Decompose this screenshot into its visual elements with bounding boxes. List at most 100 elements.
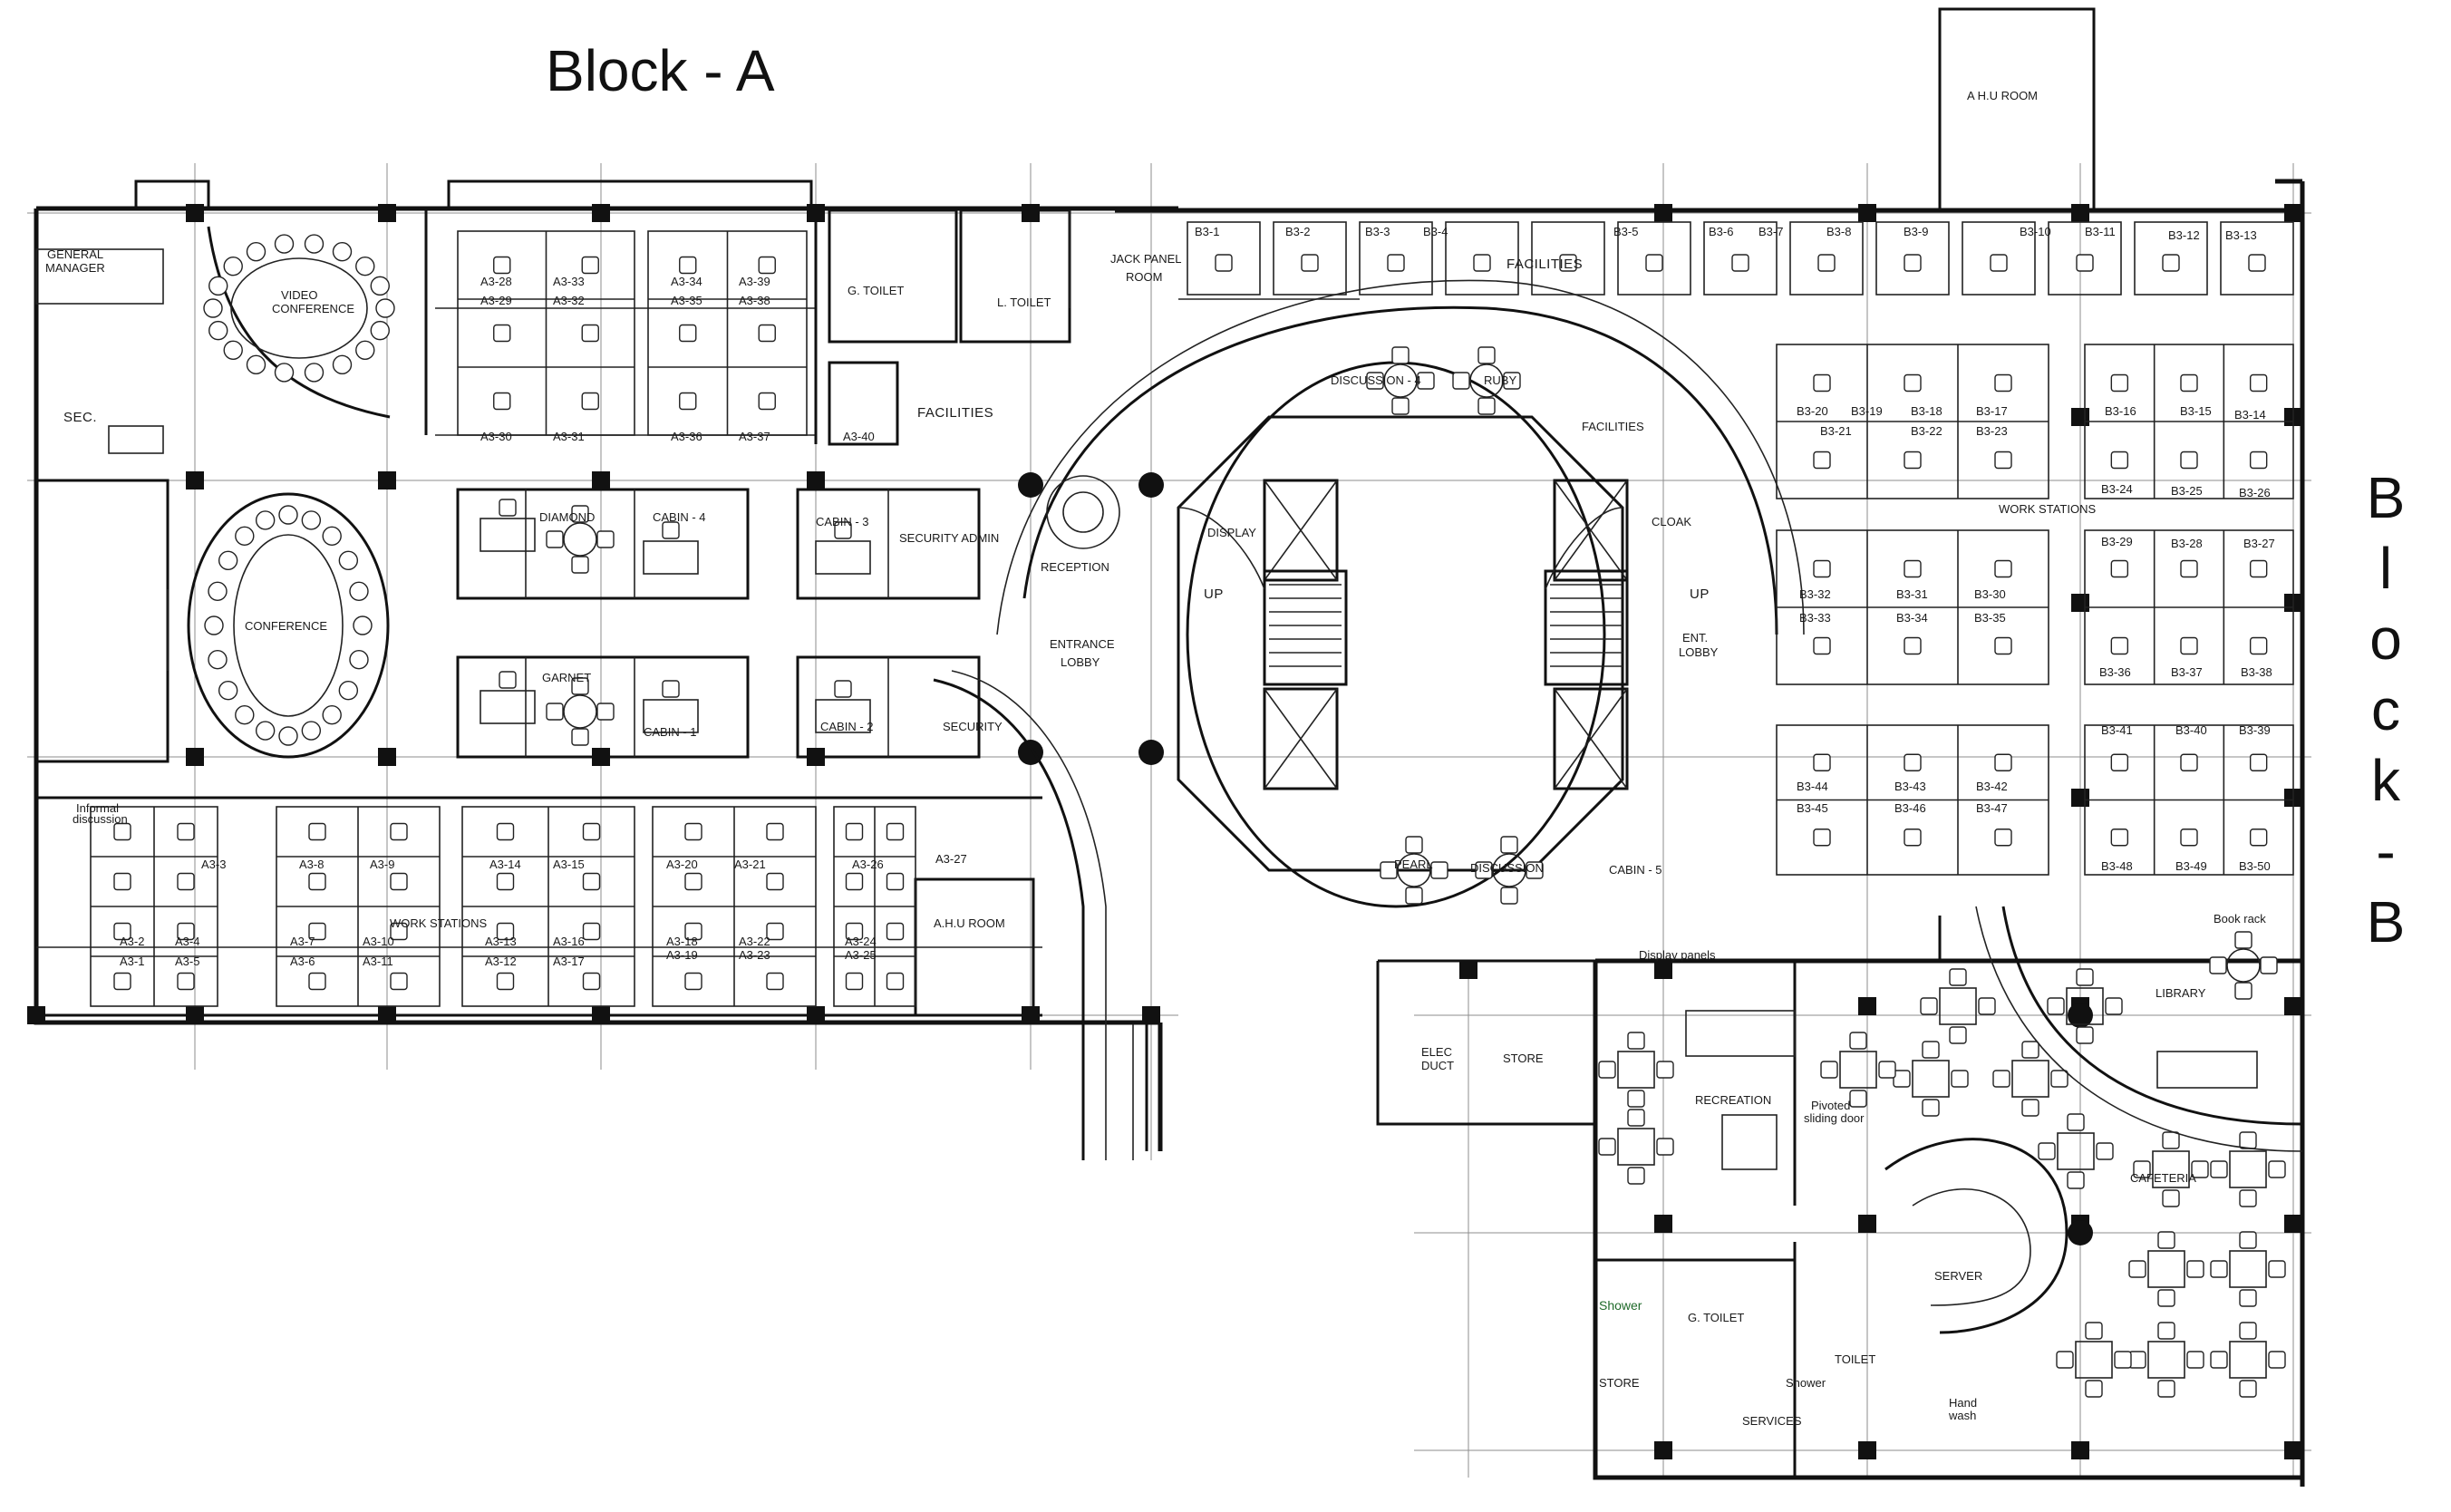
chair	[1994, 636, 2012, 655]
chair	[177, 922, 195, 941]
chair	[1387, 254, 1405, 272]
chair	[1922, 1099, 1940, 1117]
chair	[493, 392, 511, 411]
workstation-label: B3-27	[2243, 537, 2275, 550]
cubicle	[2048, 221, 2122, 296]
room-label: PEARL	[1394, 858, 1433, 871]
room-label: Book rack	[2214, 912, 2266, 926]
chair	[308, 822, 326, 841]
workstation-label: B3-16	[2105, 404, 2136, 418]
chair	[1813, 373, 1831, 393]
chair	[2180, 559, 2198, 578]
room-label: discussion	[73, 812, 128, 826]
cafe-table	[2152, 1150, 2190, 1188]
chair	[662, 680, 680, 698]
chair	[2239, 1289, 2257, 1307]
cubicle	[1531, 221, 1605, 296]
chair	[571, 728, 589, 746]
chair	[1994, 451, 2012, 470]
chair	[332, 241, 353, 262]
chair	[390, 972, 408, 991]
workstation-label: A3-13	[485, 935, 517, 948]
chair	[2180, 829, 2198, 847]
workstation-label: A3-33	[553, 275, 585, 288]
workstation-label: B3-10	[2020, 225, 2051, 238]
cafe-table	[2011, 1060, 2049, 1098]
chair	[218, 681, 238, 701]
room-label: Informal	[76, 801, 119, 815]
chair	[2249, 559, 2268, 578]
workstation-label: B3-44	[1797, 780, 1828, 793]
cafe-table	[1912, 1060, 1950, 1098]
room-label: wash	[1948, 1409, 1976, 1422]
chair	[223, 340, 243, 360]
chair	[177, 972, 195, 991]
chair	[1849, 1090, 1867, 1108]
workstation-label: A3-21	[734, 858, 766, 871]
round-table	[1397, 853, 1431, 887]
chair	[390, 922, 408, 941]
chair	[2210, 1160, 2228, 1178]
chair	[886, 822, 905, 841]
chair	[2114, 1351, 2132, 1369]
chair	[203, 298, 223, 318]
chair	[2268, 1260, 2286, 1278]
chair	[2047, 997, 2065, 1015]
room-label: SEC.	[63, 410, 97, 425]
chair	[2210, 1260, 2228, 1278]
chair	[301, 721, 322, 741]
workstation-label: B3-46	[1894, 801, 1926, 815]
chair	[766, 972, 784, 991]
chair	[1627, 1167, 1645, 1185]
room-label: G. TOILET	[1688, 1311, 1744, 1324]
workstation-label: B3-18	[1911, 404, 1942, 418]
chair	[278, 726, 298, 746]
chair	[2133, 1160, 2151, 1178]
workstation-label: B3-49	[2175, 859, 2207, 873]
room-label: GARNET	[542, 671, 591, 684]
room-label: CABIN - 2	[820, 720, 874, 733]
chair	[390, 872, 408, 891]
chair	[2021, 1041, 2039, 1059]
workstation-label: B3-50	[2239, 859, 2271, 873]
room-label: CAFETERIA	[2130, 1171, 2196, 1185]
cafe-table	[2147, 1341, 2185, 1379]
chair	[581, 256, 599, 275]
workstation-label: A3-30	[480, 430, 512, 443]
chair	[582, 872, 601, 891]
workstation-label: A3-37	[739, 430, 770, 443]
central-core	[996, 279, 1805, 908]
workstation-label: A3-10	[363, 935, 394, 948]
chair	[1380, 861, 1398, 879]
chair	[1813, 753, 1831, 771]
chair	[1366, 372, 1384, 390]
chair	[2260, 956, 2278, 974]
chair	[1820, 1061, 1838, 1079]
cubicle	[1962, 221, 2036, 296]
room-label: LIBRARY	[2156, 986, 2206, 1000]
chair	[235, 705, 255, 725]
workstation-label: B3-1	[1195, 225, 1219, 238]
workstation-label: B3-48	[2101, 859, 2133, 873]
chair	[1813, 559, 1831, 578]
chair	[113, 972, 131, 991]
chair	[218, 550, 238, 570]
chair	[390, 822, 408, 841]
workstation-label: B3-7	[1758, 225, 1783, 238]
chair	[845, 922, 864, 941]
chair	[2191, 1160, 2209, 1178]
chair	[338, 550, 359, 570]
chair	[684, 972, 702, 991]
chair	[1978, 997, 1996, 1015]
workstation-label: B3-21	[1820, 424, 1852, 438]
chair	[355, 257, 375, 276]
chair	[1503, 372, 1521, 390]
cabin-desk	[815, 540, 871, 575]
chair	[2110, 373, 2129, 393]
workstation-label: B3-3	[1365, 225, 1390, 238]
chair	[493, 256, 511, 275]
workstation-label: B3-42	[1976, 780, 2008, 793]
workstation-label: A3-27	[935, 852, 967, 866]
block-b-letter: o	[2369, 606, 2402, 672]
